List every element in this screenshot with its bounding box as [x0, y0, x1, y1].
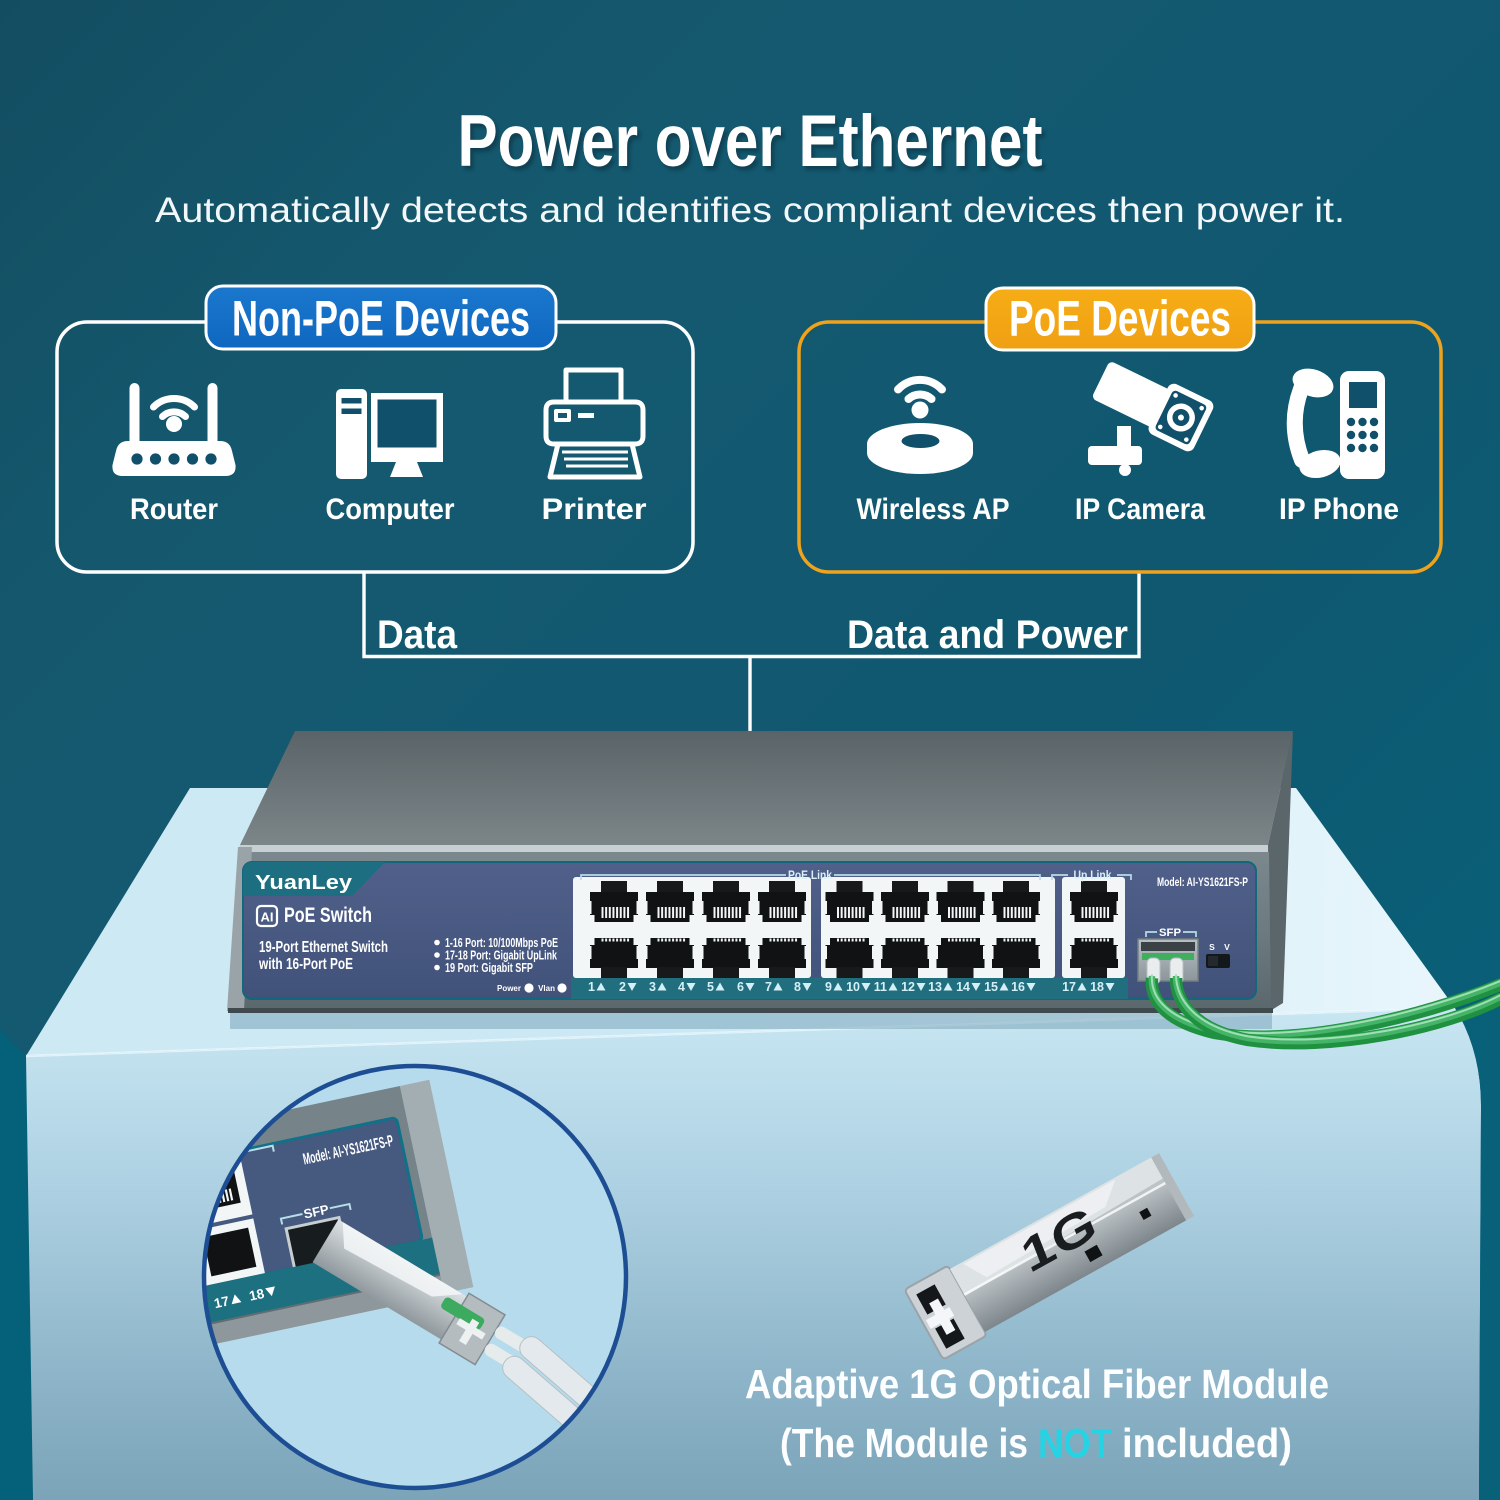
- svg-text:Adaptive 1G Optical Fiber Modu: Adaptive 1G Optical Fiber Module: [745, 1361, 1329, 1407]
- svg-text:IP Camera: IP Camera: [1075, 493, 1205, 526]
- svg-text:Power over Ethernet: Power over Ethernet: [458, 101, 1043, 182]
- svg-text:PoE Switch: PoE Switch: [284, 904, 372, 927]
- svg-text:4: 4: [678, 980, 685, 994]
- svg-text:19-Port Ethernet Switch: 19-Port Ethernet Switch: [259, 939, 388, 956]
- svg-text:Wireless AP: Wireless AP: [857, 493, 1010, 526]
- svg-text:18: 18: [1090, 980, 1104, 994]
- svg-text:Power over Ethernet: Power over Ethernet: [461, 105, 1046, 186]
- svg-text:5: 5: [707, 980, 714, 994]
- svg-text:Up Link: Up Link: [1074, 870, 1113, 882]
- svg-text:13: 13: [928, 980, 942, 994]
- svg-text:SFP: SFP: [302, 1202, 330, 1222]
- svg-text:15: 15: [984, 980, 998, 994]
- svg-text:Non-PoE Devices: Non-PoE Devices: [232, 291, 530, 347]
- svg-text:17: 17: [1062, 980, 1076, 994]
- svg-text:17: 17: [213, 1293, 231, 1311]
- svg-text:16: 16: [1011, 980, 1025, 994]
- svg-text:Printer: Printer: [542, 493, 647, 526]
- svg-text:Router: Router: [130, 493, 218, 526]
- svg-text:NOT: NOT: [1038, 1420, 1112, 1466]
- svg-text:1: 1: [588, 980, 595, 994]
- svg-text:SFP: SFP: [1159, 927, 1181, 939]
- svg-text:included): included): [1122, 1420, 1292, 1466]
- svg-text:Automatically detects and iden: Automatically detects and identifies com…: [155, 190, 1345, 230]
- svg-text:7: 7: [765, 980, 772, 994]
- svg-text:10: 10: [846, 980, 860, 994]
- svg-text:Model: AI-YS1621FS-P: Model: AI-YS1621FS-P: [1157, 875, 1248, 889]
- svg-text:11: 11: [874, 980, 887, 994]
- svg-text:Data and Power: Data and Power: [847, 613, 1128, 657]
- svg-text:12: 12: [901, 980, 915, 994]
- svg-text:Data: Data: [377, 613, 458, 657]
- svg-text:6: 6: [737, 980, 744, 994]
- svg-text:Computer: Computer: [326, 493, 455, 526]
- svg-text:PoE Devices: PoE Devices: [1009, 291, 1231, 347]
- svg-text:with 16-Port PoE: with 16-Port PoE: [258, 956, 353, 973]
- svg-text:(The Module is: (The Module is: [780, 1420, 1028, 1466]
- svg-text:1-16 Port: 10/100Mbps PoE: 1-16 Port: 10/100Mbps PoE: [445, 936, 558, 950]
- svg-text:YuanLey: YuanLey: [255, 871, 353, 894]
- svg-text:IP Phone: IP Phone: [1279, 493, 1399, 526]
- svg-text:8: 8: [794, 980, 801, 994]
- svg-text:S: S: [1209, 942, 1215, 952]
- svg-text:Vlan: Vlan: [538, 984, 555, 993]
- svg-text:9: 9: [825, 980, 832, 994]
- svg-text:18: 18: [248, 1286, 266, 1304]
- svg-text:14: 14: [956, 980, 970, 994]
- svg-text:2: 2: [619, 980, 626, 994]
- svg-text:3: 3: [649, 980, 656, 994]
- svg-text:Power: Power: [497, 984, 521, 993]
- svg-text:AI: AI: [261, 910, 274, 925]
- svg-text:17-18 Port: Gigabit UpLink: 17-18 Port: Gigabit UpLink: [445, 949, 557, 963]
- svg-text:PoE Link: PoE Link: [788, 870, 833, 882]
- svg-text:19 Port: Gigabit SFP: 19 Port: Gigabit SFP: [445, 961, 533, 975]
- svg-text:V: V: [1224, 942, 1230, 952]
